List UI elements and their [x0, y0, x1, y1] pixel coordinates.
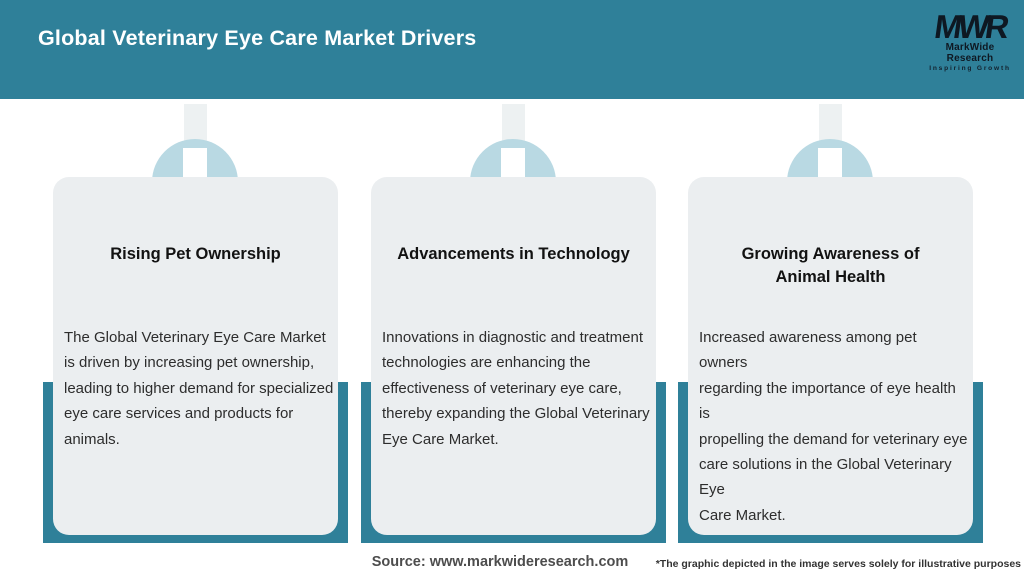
source-note: Source: www.markwideresearch.com	[371, 554, 629, 570]
driver-card: Advancements in Technology Innovations i…	[371, 177, 656, 535]
driver-card: Rising Pet Ownership The Global Veterina…	[53, 177, 338, 535]
logo-company-name: MarkWide Research	[945, 42, 995, 64]
card-title: Growing Awareness of Animal Health	[741, 245, 920, 286]
card-body: The Global Veterinary Eye Care Market is…	[64, 329, 334, 448]
disclaimer-note: *The graphic depicted in the image serve…	[655, 558, 1021, 570]
card-body: Increased awareness among pet owners reg…	[699, 329, 968, 524]
driver-card-group-2: Advancements in Technology Innovations i…	[361, 0, 666, 576]
card-title: Rising Pet Ownership	[110, 245, 281, 263]
logo-tagline: Inspiring Growth	[929, 65, 1011, 72]
card-title: Advancements in Technology	[397, 245, 630, 263]
arrow-stub	[502, 104, 525, 150]
arrow-stub	[184, 104, 207, 150]
header-bar: Global Veterinary Eye Care Market Driver…	[0, 0, 1024, 99]
driver-card-group-1: Rising Pet Ownership The Global Veterina…	[43, 0, 348, 576]
markwide-research-logo: MWR MarkWide Research Inspiring Growth	[922, 8, 1018, 72]
arrow-stub	[819, 104, 842, 150]
driver-card-group-3: Growing Awareness of Animal Health Incre…	[678, 0, 983, 576]
card-body: Innovations in diagnostic and treatment …	[382, 329, 650, 448]
driver-card: Growing Awareness of Animal Health Incre…	[688, 177, 973, 535]
page-title: Global Veterinary Eye Care Market Driver…	[38, 26, 477, 50]
